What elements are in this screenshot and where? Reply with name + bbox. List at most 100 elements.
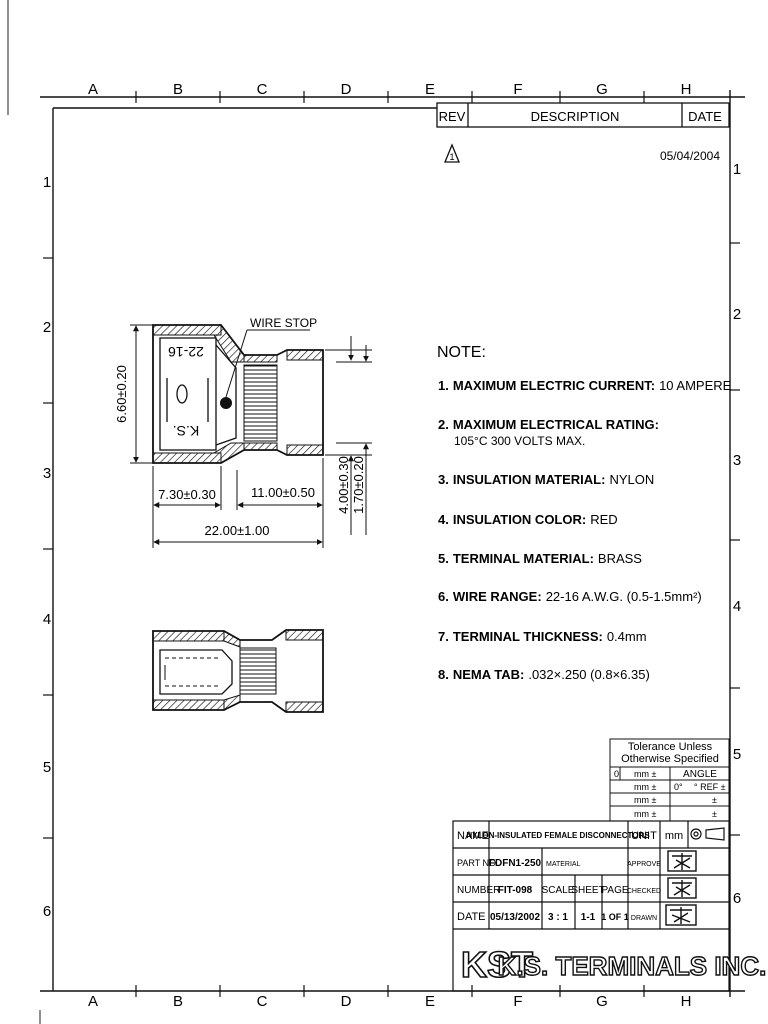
notes-title: NOTE: <box>437 344 486 361</box>
column-label-top: B <box>173 81 183 98</box>
row-label-left: 4 <box>43 611 51 628</box>
note-line: 5. TERMINAL MATERIAL: BRASS <box>438 551 642 566</box>
wire-stop-label: WIRE STOP <box>250 316 317 330</box>
dimensions <box>130 324 372 548</box>
row-label-right: 3 <box>733 452 741 469</box>
name-value: NYLON-INSULATED FEMALE DISCONNECTORS <box>466 831 650 840</box>
note-number: 8. <box>438 667 449 682</box>
column-label-bottom: F <box>513 993 522 1010</box>
dim-barrel-id-label: 1.70±0.20 <box>351 456 366 514</box>
note-value: 0.4mm <box>607 629 647 644</box>
approver-signature-stamp <box>667 850 697 872</box>
connector-top-view: 22-16 K.S. <box>152 323 324 464</box>
date-header: DATE <box>688 109 722 124</box>
sheet-label: SHEET <box>571 885 604 896</box>
dim-sleeve-label: 7.30±0.30 <box>158 487 216 502</box>
note-label: TERMINAL MATERIAL: <box>453 551 594 566</box>
kst-logo: KST <box>461 944 533 985</box>
notes-list: 1. MAXIMUM ELECTRIC CURRENT: 10 AMPERE 2.MA… <box>438 378 732 682</box>
note-label: INSULATION COLOR: <box>453 512 586 527</box>
tolerance-block <box>609 738 730 822</box>
note-value: BRASS <box>598 551 642 566</box>
note-item: 7. TERMINAL THICKNESS: 0.4mm <box>438 629 647 644</box>
note-line: 3.INSULATION MATERIAL:NYLON <box>438 472 654 487</box>
column-label-bottom: B <box>173 993 183 1010</box>
note-item: 8. NEMA TAB:.032×.250 (0.8×6.35) <box>438 667 650 682</box>
note-number: 1. <box>438 378 449 393</box>
checker-signature-stamp <box>667 877 697 899</box>
note-label: TERMINAL THICKNESS: <box>453 629 603 644</box>
note-label: MAXIMUM ELECTRIC CURRENT: <box>453 378 655 393</box>
projection-symbol-icon <box>690 827 725 841</box>
rev-header: REV <box>439 109 466 124</box>
notes-section: NOTE: 1. MAXIMUM ELECTRIC CURRENT: 10 AMPE… <box>437 344 732 682</box>
note-label: NEMA TAB: <box>453 667 525 682</box>
column-label-top: C <box>257 81 268 98</box>
part-label: PART NO. <box>457 858 499 868</box>
revision-mark: 1 <box>449 152 454 162</box>
column-label-bottom: D <box>341 993 352 1010</box>
page-label: PAGE <box>601 885 628 896</box>
title-block-text: NAME NYLON-INSULATED FEMALE DISCONNECTOR… <box>457 827 767 986</box>
row-label-left: 3 <box>43 465 51 482</box>
drafter-signature-stamp <box>665 904 697 926</box>
tolerance-angle: ANGLE <box>683 769 717 780</box>
unit-value: mm <box>665 830 683 842</box>
column-label-bottom: A <box>88 993 98 1010</box>
note-item: 6.WIRE RANGE:22-16 A.W.G. (0.5-1.5mm²) <box>438 589 702 604</box>
note-number: 7. <box>438 629 449 644</box>
note-line: 4.INSULATION COLOR:RED <box>438 512 618 527</box>
column-label-bottom: G <box>596 993 608 1010</box>
number-label: NUMBER <box>457 885 500 896</box>
page-value: 1 OF 1 <box>601 912 629 922</box>
date-label: DATE <box>457 911 486 923</box>
number-value: FIT-098 <box>498 885 533 896</box>
note-number: 6. <box>438 589 449 604</box>
tolerance-mm-3: mm ± <box>634 795 656 805</box>
column-label-top: H <box>681 81 692 98</box>
zone-ticks <box>43 91 740 997</box>
row-label-left: 5 <box>43 759 51 776</box>
note-value: 10 AMPERE <box>659 378 732 393</box>
row-label-right: 2 <box>733 306 741 323</box>
column-label-bottom: E <box>425 993 435 1010</box>
note-line: 8. NEMA TAB:.032×.250 (0.8×6.35) <box>438 667 650 682</box>
note-item: 3.INSULATION MATERIAL:NYLON <box>438 472 654 487</box>
note-number: 5. <box>438 551 449 566</box>
note-label: MAXIMUM ELECTRICAL RATING: <box>453 417 659 432</box>
dimple-icon <box>176 384 188 404</box>
note-line: 2.MAXIMUM ELECTRICAL RATING: <box>438 417 659 432</box>
note-value: RED <box>590 512 617 527</box>
dim-total-label: 22.00±1.00 <box>205 523 270 538</box>
row-label-right: 5 <box>733 746 741 763</box>
tolerance-mm-2: mm ± <box>634 782 656 792</box>
note-item: 2.MAXIMUM ELECTRICAL RATING:105°C 300 VO… <box>438 417 659 448</box>
tolerance-mm-1: mm ± <box>634 769 656 779</box>
note-value: 22-16 A.W.G. (0.5-1.5mm²) <box>546 589 702 604</box>
note-line: 7. TERMINAL THICKNESS: 0.4mm <box>438 629 647 644</box>
description-header: DESCRIPTION <box>531 109 620 124</box>
tolerance-text: Tolerance Unless Otherwise Specified ANG… <box>614 741 726 819</box>
company-name: K.S. TERMINALS INC. <box>498 951 767 981</box>
row-label-left: 1 <box>43 174 51 191</box>
wire-stop-bump-icon <box>220 397 232 409</box>
title-block <box>452 820 730 992</box>
tolerance-pm-1: ± <box>712 795 717 805</box>
note-value: .032×.250 (0.8×6.35) <box>528 667 649 682</box>
column-label-top: D <box>341 81 352 98</box>
column-label-top: F <box>513 81 522 98</box>
note-line: 1. MAXIMUM ELECTRIC CURRENT: 10 AMPERE <box>438 378 732 393</box>
sheet-value: 1-1 <box>581 912 596 923</box>
row-label-right: 1 <box>733 161 741 178</box>
revision-block: REV DESCRIPTION DATE 1 05/04/2004 <box>436 102 730 163</box>
dim-height-label: 6.60±0.20 <box>114 365 129 423</box>
column-label-bottom: H <box>681 993 692 1010</box>
column-label-top: E <box>425 81 435 98</box>
column-label-top: A <box>88 81 98 98</box>
marking-22-16: 22-16 <box>168 344 204 360</box>
note-number: 3. <box>438 472 449 487</box>
